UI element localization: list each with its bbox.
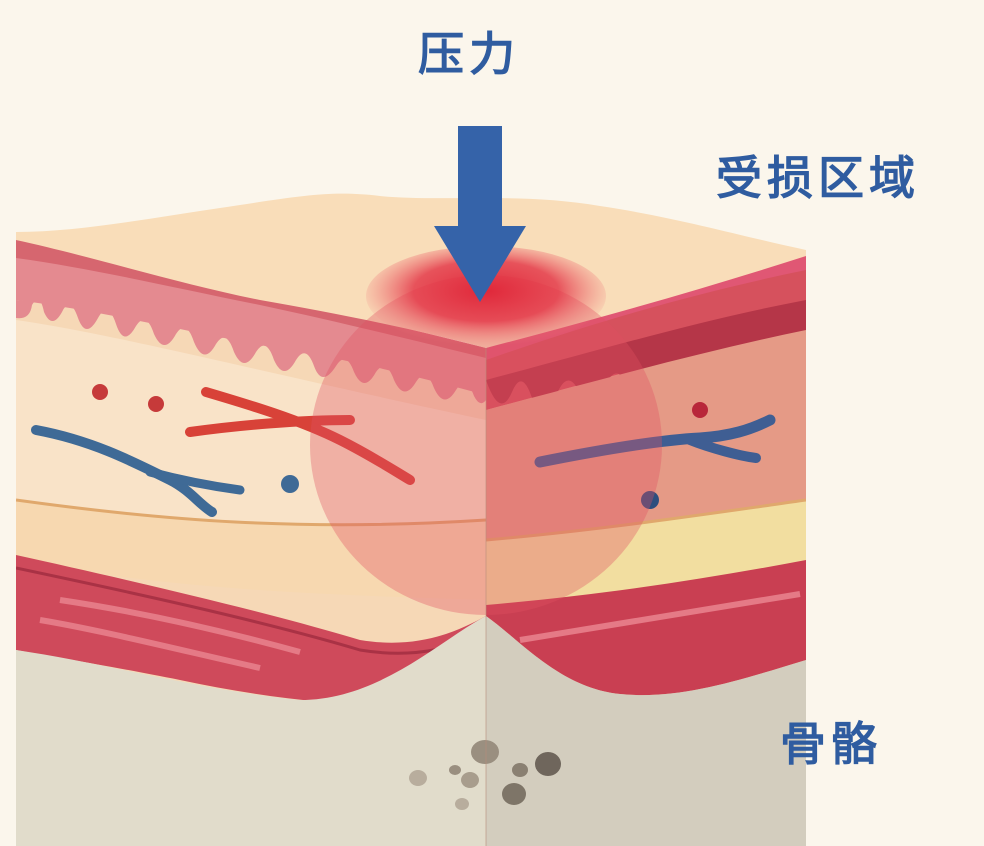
pressure-label: 压力	[418, 18, 520, 84]
bone-label: 骨骼	[780, 708, 882, 774]
damaged-area-label: 受损区域	[716, 142, 920, 208]
